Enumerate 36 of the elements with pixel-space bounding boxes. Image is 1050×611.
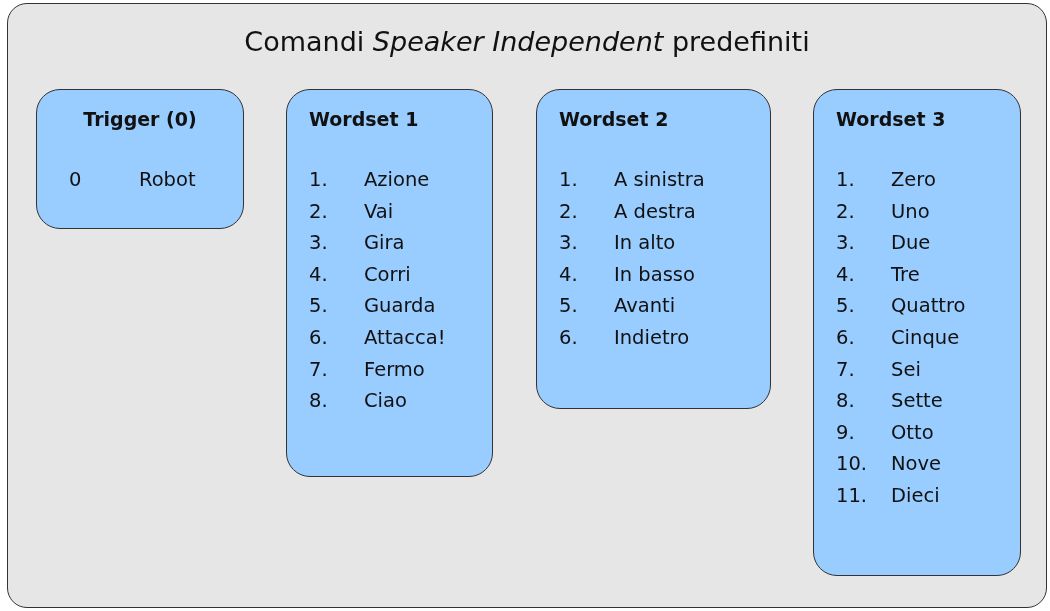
title: Comandi Speaker Independent predefiniti — [243, 26, 811, 57]
card-heading: Trigger (0) — [82, 108, 198, 130]
list-item: 6. Attacca! — [309, 326, 446, 349]
list-item: 4. Tre — [836, 262, 920, 286]
list-item: 1. A sinistra — [559, 168, 705, 191]
list-item: 1. Azione — [309, 168, 430, 191]
list-item: 5. Quattro — [836, 294, 966, 318]
list-item: 9. Otto — [836, 420, 934, 444]
card-heading: Wordset 2 — [559, 108, 669, 130]
list-item: 7. Fermo — [309, 357, 425, 381]
list-item: 7. Sei — [836, 357, 921, 381]
list-item: 3. In alto — [559, 231, 676, 255]
list-item: 10. Nove — [836, 452, 942, 476]
list-item: 1. Zero — [836, 168, 936, 191]
list-item: 6. Cinque — [836, 326, 960, 349]
list-item: 2. Uno — [836, 199, 930, 223]
list-item: 6. Indietro — [559, 326, 690, 349]
list-item: 4. In basso — [559, 262, 695, 286]
list-item: 5. Guarda — [309, 294, 436, 318]
list-item: 3. Gira — [309, 231, 405, 255]
list-item: 8. Ciao — [309, 389, 407, 413]
list-item: 0 Robot — [69, 168, 196, 191]
trigger-card — [36, 89, 244, 229]
list-item: 8. Sette — [836, 389, 943, 413]
wordset-card — [536, 89, 771, 409]
list-item: 2. Vai — [309, 199, 394, 223]
list-item: 5. Avanti — [559, 294, 676, 318]
list-item: 4. Corri — [309, 262, 411, 286]
card-heading: Wordset 1 — [309, 108, 419, 130]
list-item: 3. Due — [836, 231, 931, 255]
panel-background — [7, 3, 1047, 608]
list-item: 11. Dieci — [836, 484, 940, 507]
card-heading: Wordset 3 — [836, 108, 946, 130]
list-item: 2. A destra — [559, 199, 696, 223]
wordset-card — [286, 89, 493, 477]
wordset-card — [813, 89, 1021, 576]
